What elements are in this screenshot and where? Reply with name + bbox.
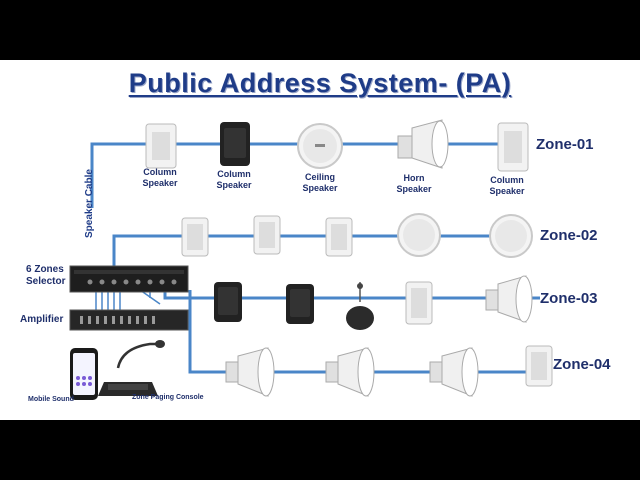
page-title: Public Address System- (PA) [128, 68, 512, 98]
ceiling-speaker-icon [489, 214, 533, 258]
device-label: Ceiling Speaker [302, 172, 338, 193]
mobile-sound-label: Mobile Sound [28, 396, 74, 403]
ceiling-speaker-icon [397, 213, 441, 257]
horn-speaker-icon [429, 347, 479, 397]
zone-03-label: Zone-03 [540, 290, 598, 307]
selector-label: 6 Zones Selector [26, 264, 66, 287]
device-label: Column Speaker [489, 175, 525, 196]
device-label: Column Speaker [142, 167, 178, 188]
cable-zone-01 [90, 142, 520, 208]
horn-speaker-icon [397, 119, 449, 169]
paging-console-label: Zone Paging Console [132, 394, 204, 401]
connector-wires [95, 289, 161, 312]
paging-console-icon [98, 340, 165, 396]
zone-01-label: Zone-01 [536, 136, 594, 153]
column-speaker-icon [497, 122, 529, 172]
amplifier-icon [69, 309, 189, 331]
column-speaker-icon [145, 123, 177, 169]
device-label: Horn Speaker [396, 173, 432, 194]
pendant-speaker-icon [346, 282, 374, 330]
amplifier-label: Amplifier [20, 314, 64, 325]
box-speaker-icon [220, 122, 250, 166]
box-speaker-icon [214, 282, 242, 322]
zone-02-label: Zone-02 [540, 227, 598, 244]
ceiling-speaker-icon [297, 123, 343, 169]
speaker-cables [90, 142, 540, 374]
zone-04-label: Zone-04 [553, 356, 611, 373]
mobile-phone-icon [70, 348, 98, 400]
zone-selector-icon [69, 265, 189, 293]
diagram-canvas: Public Address System- (PA) [0, 60, 640, 420]
wiring-diagram [69, 119, 553, 400]
column-speaker-icon [325, 217, 353, 257]
horn-speaker-icon [485, 275, 533, 323]
device-label: Column Speaker [216, 169, 252, 190]
horn-speaker-icon [225, 347, 275, 397]
cable-zone-02 [112, 234, 525, 268]
horn-speaker-icon [325, 347, 375, 397]
box-speaker-icon [286, 284, 314, 324]
cable-zone-04 [188, 290, 540, 374]
column-speaker-icon [405, 281, 433, 325]
speaker-cable-label: Speaker Cable [84, 169, 95, 238]
column-speaker-icon [253, 215, 281, 255]
column-speaker-icon [525, 345, 553, 387]
column-speaker-icon [181, 217, 209, 257]
